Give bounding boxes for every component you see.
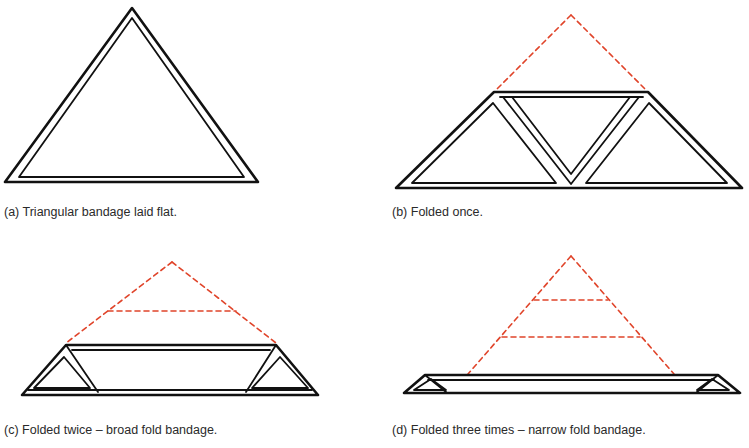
figure-caption: (a) Triangular bandage laid flat. — [4, 205, 177, 220]
figure-caption: (d) Folded three times – narrow fold ban… — [392, 423, 646, 438]
broad-fold-bandage — [22, 262, 318, 395]
flat-bandage — [5, 8, 258, 182]
folded-once-bandage — [396, 15, 742, 188]
narrow-fold-bandage — [404, 256, 740, 393]
figure-caption: (b) Folded once. — [392, 205, 483, 220]
figure-caption: (c) Folded twice – broad fold bandage. — [4, 423, 217, 438]
